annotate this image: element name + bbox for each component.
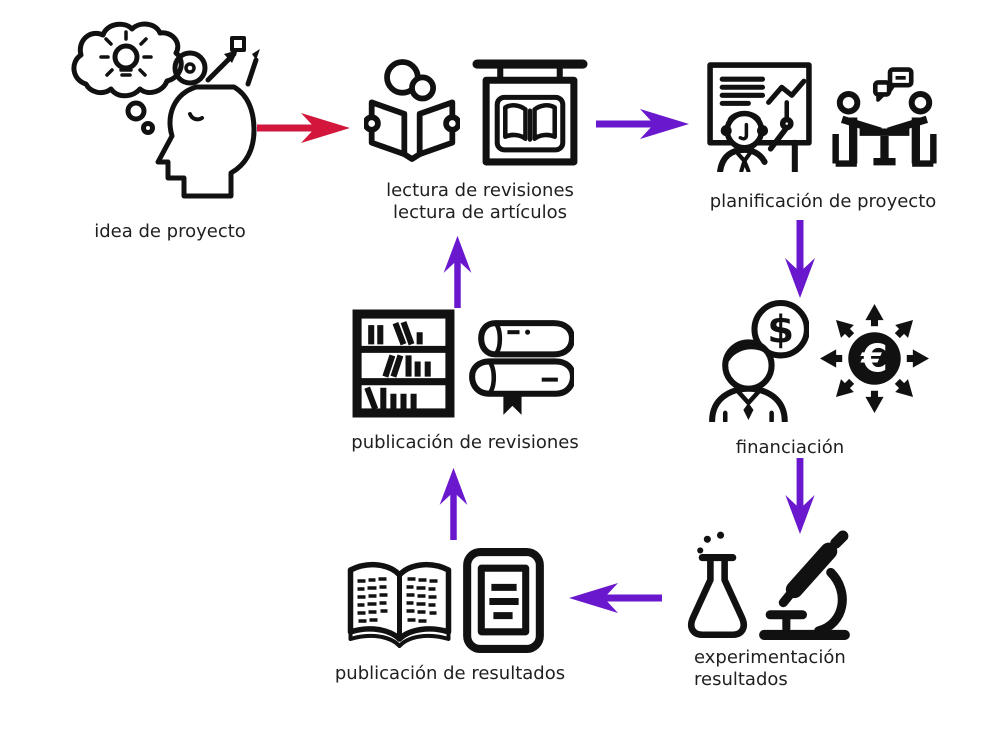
reading-person-icon [364, 59, 460, 162]
pub-revisiones-label: publicación de revisiones [351, 432, 579, 453]
lectura-label: lectura de revisiones lectura de artícul… [355, 180, 605, 224]
pub-resultados-label: publicación de resultados [334, 663, 566, 684]
experimentacion-label-line1: experimentación [694, 647, 846, 668]
person-dollar-coin-icon: $ [709, 300, 809, 422]
arrow-idea-to-lectura [257, 113, 350, 143]
presentation-board-icon [707, 62, 812, 172]
books-stack-icon [469, 320, 574, 415]
flask-icon [687, 531, 748, 639]
arrow-pubrevisiones-to-lectura [443, 235, 472, 308]
svg-text:$: $ [767, 307, 794, 352]
lectura-label-line1: lectura de revisiones [386, 180, 574, 201]
arrow-experimentacion-to-pubresultados [569, 583, 662, 613]
idea-label: idea de proyecto [94, 221, 246, 242]
library-book-sign-icon [472, 59, 588, 166]
svg-text:€: € [860, 337, 888, 382]
arrow-pubresultados-to-pubrevisiones [439, 467, 468, 540]
microscope-icon [759, 530, 850, 640]
ereader-icon [463, 548, 544, 653]
arrow-planificacion-to-financiacion [785, 220, 815, 298]
open-text-book-icon [347, 561, 452, 648]
euro-spread-arrows-icon: € [820, 304, 929, 413]
planificacion-label: planificación de proyecto [709, 191, 937, 212]
lectura-label-line2: lectura de artículos [393, 201, 567, 223]
financiacion-label: financiación [735, 437, 845, 458]
arrow-lectura-to-planificacion [596, 109, 689, 139]
bookshelf-icon [352, 309, 455, 418]
arrow-financiacion-to-experimentacion [785, 458, 815, 535]
thought-cloud-lightbulb-head-icon [71, 21, 260, 199]
experimentacion-label: experimentación resultados [694, 647, 914, 691]
experimentacion-label-line2: resultados [694, 668, 788, 690]
meeting-table-icon [832, 67, 937, 167]
